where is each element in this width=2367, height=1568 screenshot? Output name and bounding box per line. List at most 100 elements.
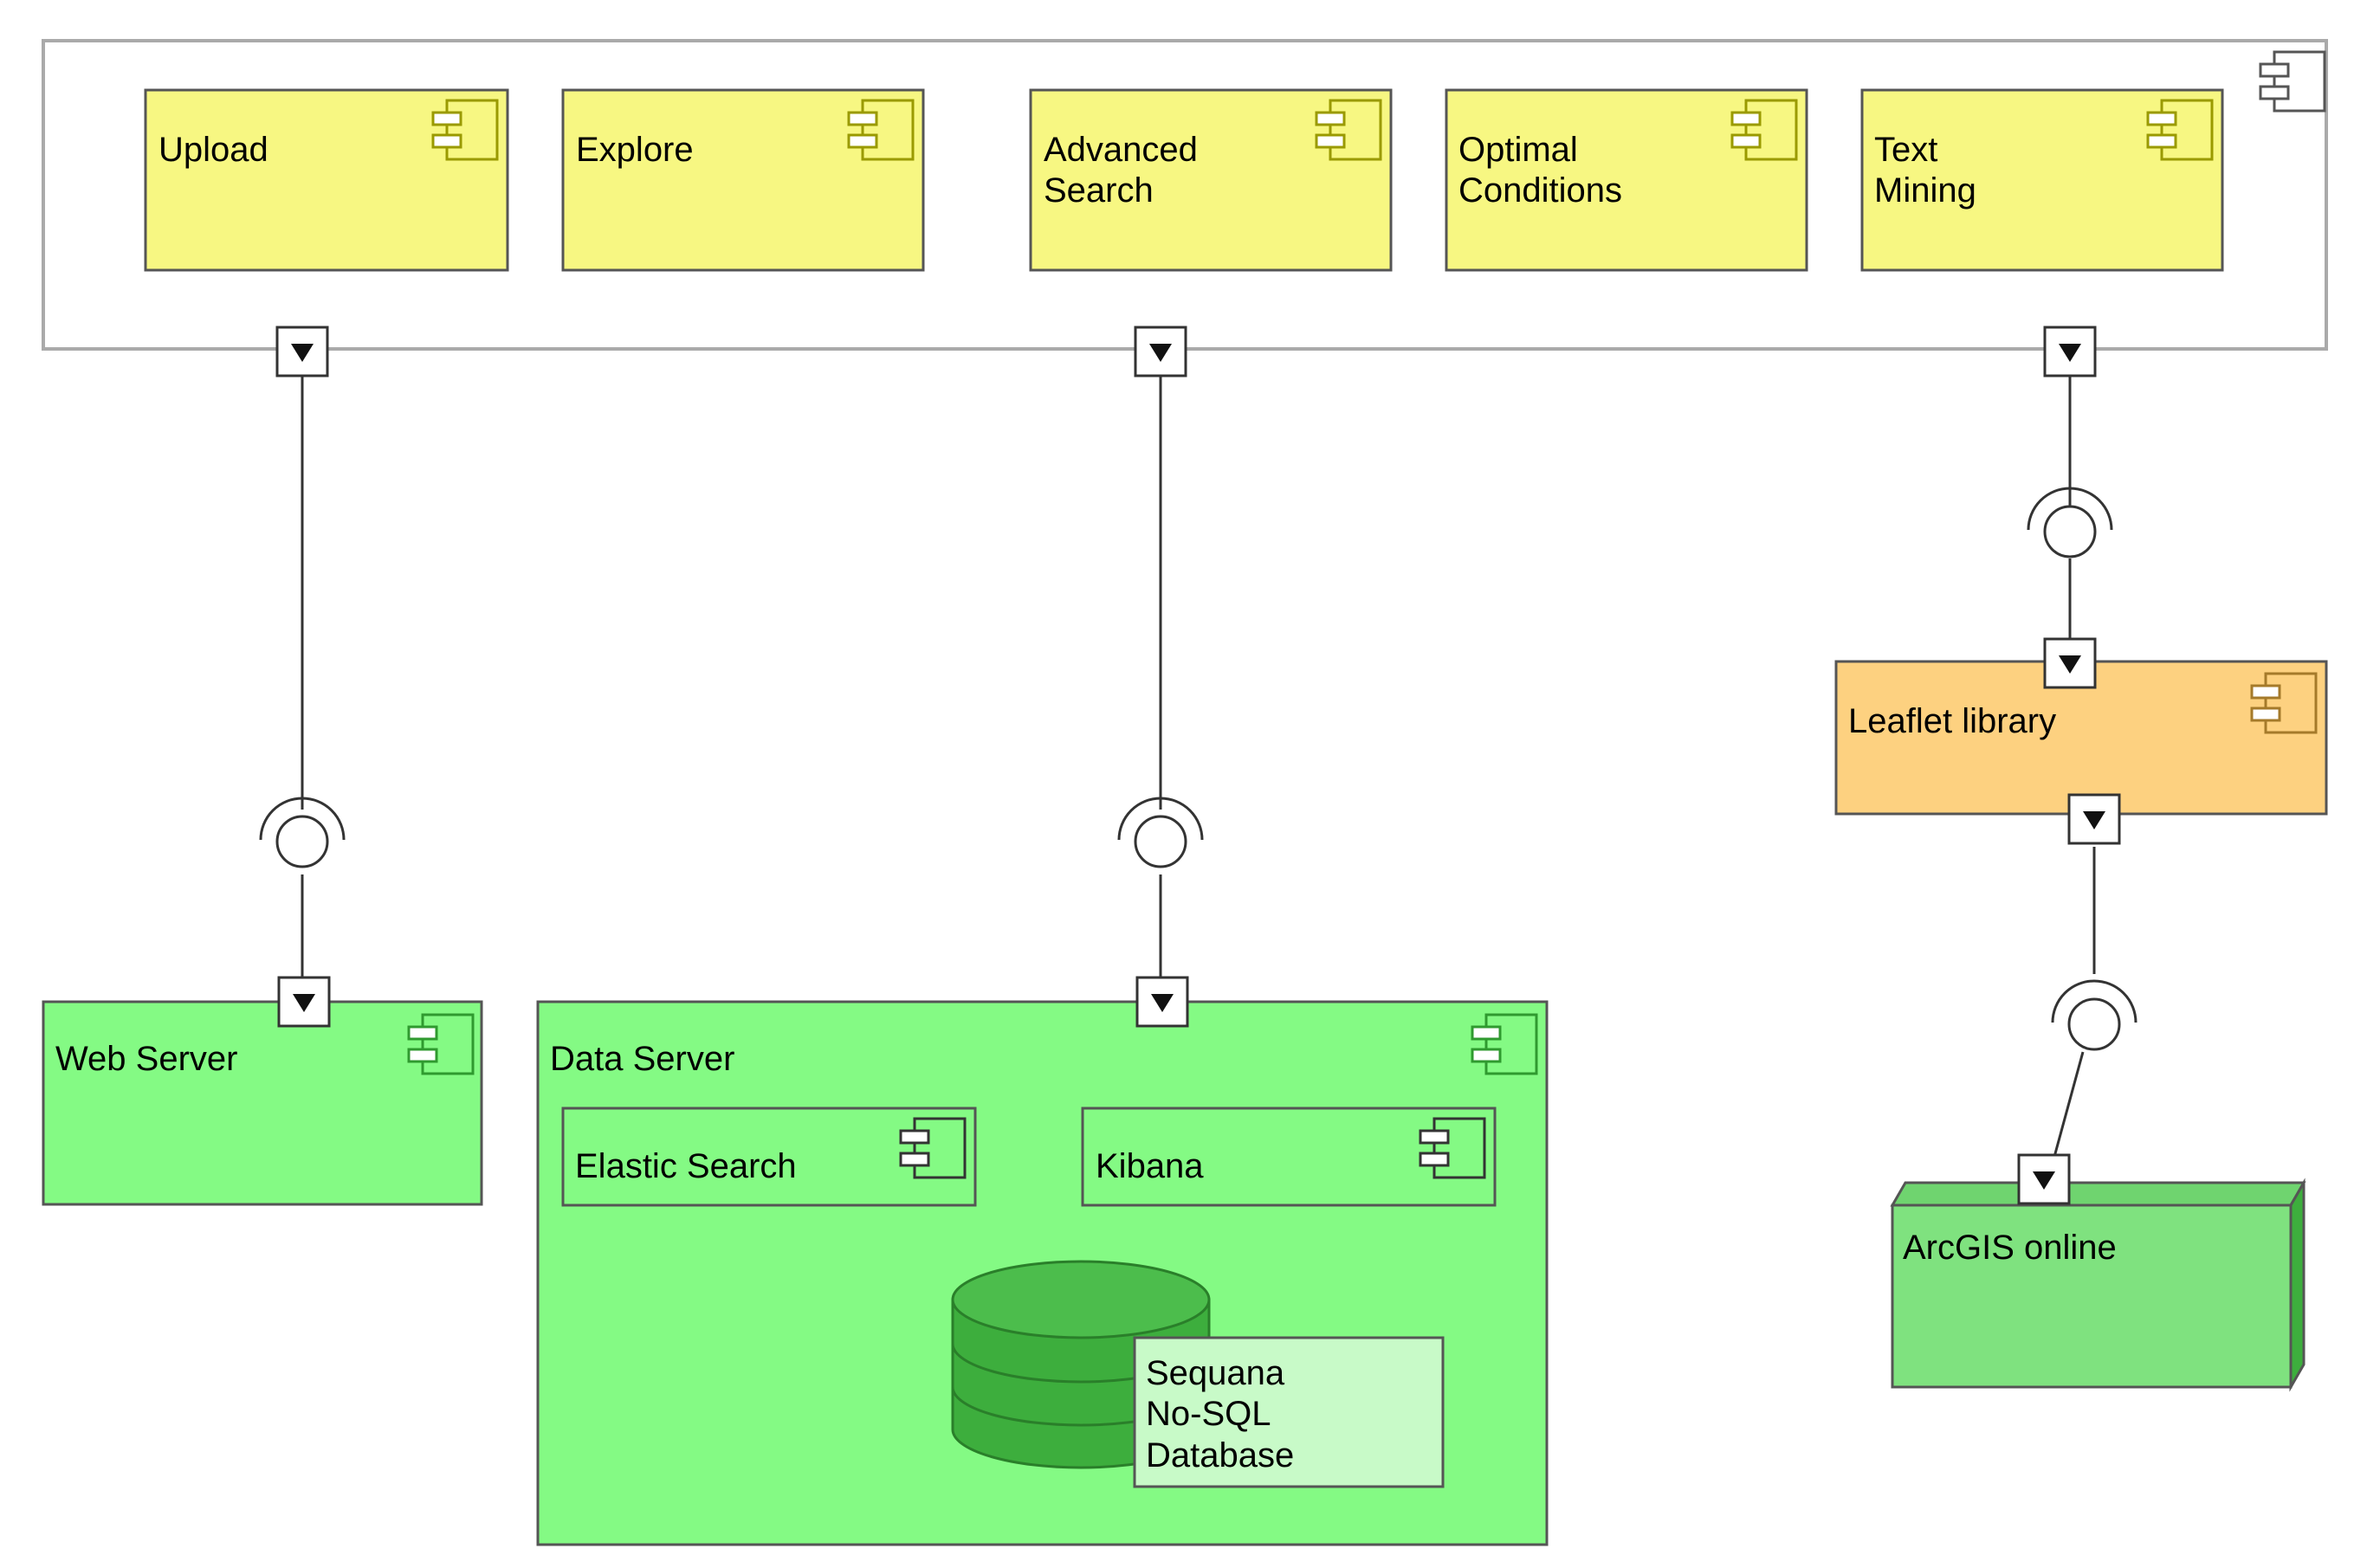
database-label-bg [1133,1336,1445,1488]
ui-component-explore: Explore [561,88,925,272]
component-icon [847,99,915,161]
web-server: Web Server [42,1000,483,1206]
data-server: Data Server Elastic Search Kibana Sequan… [536,1000,1549,1546]
component-icon-tab [1730,111,1762,126]
component-icon [1419,1117,1486,1179]
port-arrow [2059,655,2081,674]
component-icon [2250,672,2318,734]
ui-component-label: Upload [158,131,268,169]
interface-ball [275,815,329,868]
component-icon [899,1117,967,1179]
component-icon-tab [431,133,462,149]
component-icon [1730,99,1798,161]
interface-socket [259,797,346,841]
component-icon-tab [1419,1152,1450,1167]
ui-component-box [1445,88,1808,272]
component-icon-tab [2146,133,2177,149]
port-arrow [293,994,315,1012]
port-arrow-icon [1135,976,1189,1028]
port-arrow [2059,344,2081,362]
component-icon-tab [1730,133,1762,149]
ui-component-label: Mining [1874,171,1976,210]
component-icon-body [2273,50,2326,113]
ui-component-advanced-search: Advanced Search [1029,88,1393,272]
required-interface-icon [2051,979,2137,1051]
database-label: No-SQL [1146,1395,1271,1433]
component-icon [431,99,499,161]
interface-socket [2027,487,2113,531]
component-icon [2146,99,2214,161]
port-arrow-icon [1134,326,1187,377]
component-icon-tab [407,1048,438,1063]
component-icon-tab [1315,111,1346,126]
node-top-face [1890,1181,2306,1207]
component-icon-body [913,1117,967,1179]
port-arrow-icon [277,976,331,1028]
port-arrow-icon [2043,326,2097,377]
component-icon [1471,1013,1538,1075]
ui-component-upload: Upload [144,88,509,272]
interface-ball [2043,505,2097,558]
elastic-search-component: Elastic Search [561,1107,977,1207]
component-icon-body [2160,99,2214,161]
ui-component-label: Explore [576,131,694,169]
component-icon-tab [2250,684,2281,700]
component-icon-tab [2250,707,2281,722]
interface-socket [1117,797,1204,841]
component-icon [2259,50,2326,113]
required-interface-icon [259,797,346,868]
port-arrow [1149,344,1172,362]
component-icon-body [1329,99,1382,161]
component-icon-tab [847,133,878,149]
component-icon-tab [2146,111,2177,126]
component-icon-body [1744,99,1798,161]
port-arrow-icon [275,326,329,377]
node-front-face [1891,1203,2293,1389]
component-icon-body [421,1013,475,1075]
database-label-box: Sequana No-SQL Database [1133,1336,1445,1488]
port-arrow-icon [2067,793,2121,845]
component-icon-body [2264,672,2318,734]
arcgis-online-node: ArcGIS online [1890,1178,2306,1392]
port-arrow [1151,994,1174,1012]
required-interface-icon [1117,797,1204,868]
database-top [951,1260,1211,1339]
port-arrow-icon [2017,1153,2071,1205]
ui-component-label: Advanced [1044,131,1198,169]
database-label: Sequana [1146,1354,1285,1392]
elastic-search-label: Elastic Search [575,1147,797,1185]
port-arrow-icon [2043,637,2097,689]
component-icon-tab [847,111,878,126]
port-arrow [2083,811,2105,829]
component-icon-body [1432,1117,1486,1179]
kibana-component: Kibana [1081,1107,1497,1207]
kibana-label: Kibana [1096,1147,1204,1185]
interface-socket [2051,979,2137,1023]
ui-component-label: Optimal [1458,131,1578,169]
interface-ball [1134,815,1187,868]
ui-component-optimal-conditions: Optimal Conditions [1445,88,1808,272]
connectors [301,377,2096,1158]
database-label: Database [1146,1436,1294,1474]
ui-component-label: Search [1044,171,1154,210]
component-icon-body [861,99,915,161]
component-icon-tab [1471,1025,1502,1041]
component-icon-tab [407,1025,438,1041]
component-icon-tab [899,1129,930,1145]
component-icon-tab [899,1152,930,1167]
component-icon-tab [2259,62,2290,78]
component-icon-tab [1471,1048,1502,1063]
component-icon-tab [2259,85,2290,100]
component-icon-body [1484,1013,1538,1075]
required-interface-icon [2027,487,2113,558]
component-icon [407,1013,475,1075]
component-icon-tab [431,111,462,126]
port-arrow [2033,1171,2055,1190]
web-server-label: Web Server [55,1040,237,1078]
component-icon-tab [1419,1129,1450,1145]
leaflet-library-label: Leaflet library [1848,702,2056,740]
component-icon [1315,99,1382,161]
ui-component-label: Text [1874,131,1937,169]
component-icon-tab [1315,133,1346,149]
